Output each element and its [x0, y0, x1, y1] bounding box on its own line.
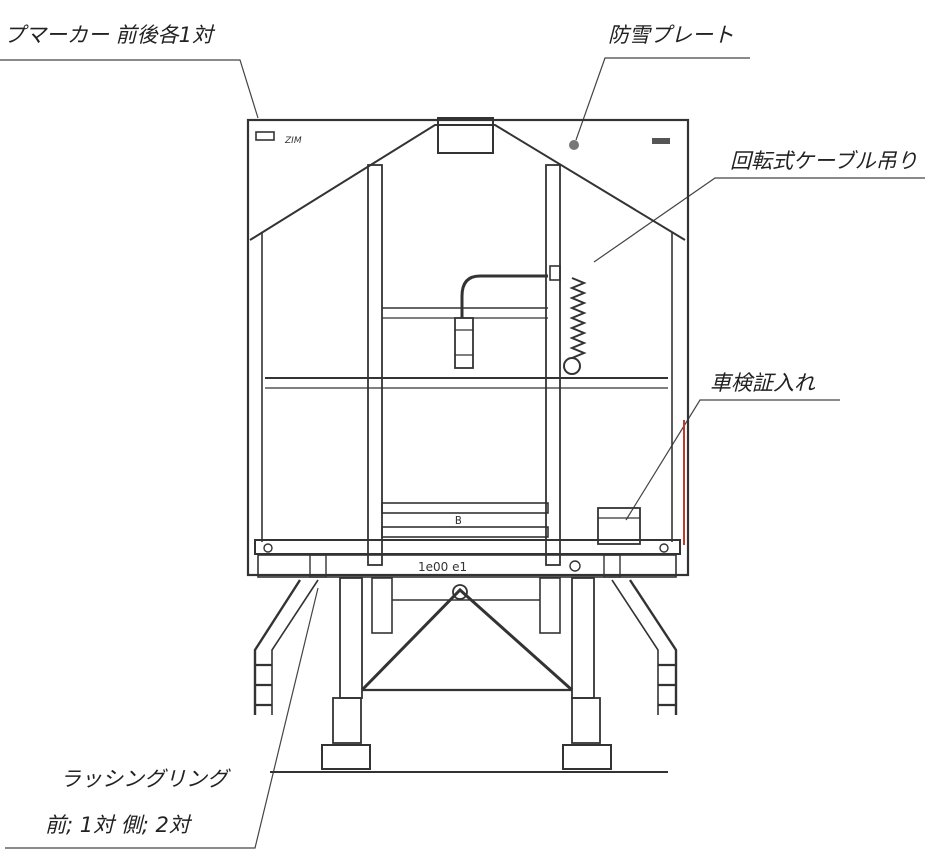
lower-crossbar-bottom	[381, 526, 549, 538]
outer-leg-left-inner	[271, 579, 319, 715]
label-cable-hanger-group: 回転式ケーブル吊り	[593, 149, 925, 263]
inspection-holder	[597, 507, 641, 545]
lashing-ring-detail: 前; 1対 側; 2対	[45, 813, 193, 837]
sill-bolt	[569, 560, 581, 572]
inspection-holder-box	[597, 507, 641, 545]
leg-foot-right	[571, 697, 601, 744]
inspection-holder-leader-line	[625, 399, 840, 521]
cable-hanger-label: 回転式ケーブル吊り	[730, 149, 918, 173]
label-marker-group: プマーカー 前後各1対	[0, 23, 259, 119]
gable-roof-line	[249, 124, 686, 241]
sill-plate-text: 1e00 e1	[418, 560, 467, 574]
outer-leg-right-inner	[611, 579, 659, 715]
a-frame-brace	[360, 587, 573, 692]
corner-bolt-right	[659, 543, 669, 553]
top-hatch	[437, 117, 494, 154]
label-lashing-ring-group: ラッシングリング 前; 1対 側; 2対	[5, 587, 319, 849]
foot-pad-left	[321, 744, 371, 770]
marker-label: プマーカー 前後各1対	[4, 23, 216, 47]
bottom-sill	[254, 539, 681, 555]
snow-plate-icon	[569, 140, 579, 150]
outer-leg-left	[253, 579, 302, 715]
right-marker-lamp-icon	[652, 138, 670, 144]
marker-leader-line	[0, 59, 259, 119]
right-post	[545, 164, 561, 566]
a-frame-apex-pin	[452, 584, 468, 600]
leg-foot-left	[332, 697, 362, 744]
snow-plate-leader-line	[575, 57, 750, 141]
label-inspection-holder-group: 車検証入れ	[625, 371, 840, 521]
lashing-ring-leader-line	[5, 587, 319, 849]
left-post	[367, 164, 383, 566]
outer-leg-right	[628, 579, 678, 715]
lower-crossbar-top	[381, 502, 549, 514]
corner-bolt-left	[263, 543, 273, 553]
crossbar-mark: B	[455, 514, 462, 527]
body-outline	[246, 118, 690, 577]
label-snow-plate-group: 防雪プレート	[575, 23, 750, 141]
cable-pivot	[549, 265, 561, 281]
lashing-ring-front-right	[603, 554, 621, 578]
leg-post-right	[539, 577, 561, 634]
interior-frame: B	[265, 164, 668, 566]
lashing-ring-front-left	[309, 554, 327, 578]
leg-inner-right	[571, 577, 595, 699]
foot-pad-right	[562, 744, 612, 770]
marker-lamp-icon	[255, 131, 275, 141]
lashing-ring-title: ラッシングリング	[60, 767, 231, 791]
cable-spring	[569, 277, 587, 359]
snow-plate-label: 防雪プレート	[608, 23, 734, 47]
inspection-holder-label: 車検証入れ	[710, 371, 816, 395]
support-legs	[253, 577, 678, 773]
end-sill	[257, 554, 677, 578]
cable-clamp	[454, 317, 474, 369]
cable-arm	[460, 274, 548, 318]
cable-hanger-leader-line	[593, 177, 925, 263]
leg-inner-left	[339, 577, 363, 699]
underframe: 1e00 e1	[254, 539, 681, 578]
cable-spring-hook	[563, 357, 581, 375]
cable-hanger-assembly	[454, 265, 587, 375]
maker-mark: ZIM	[284, 136, 302, 146]
leg-post-left	[371, 577, 393, 634]
container-body: ZIM	[246, 117, 690, 577]
